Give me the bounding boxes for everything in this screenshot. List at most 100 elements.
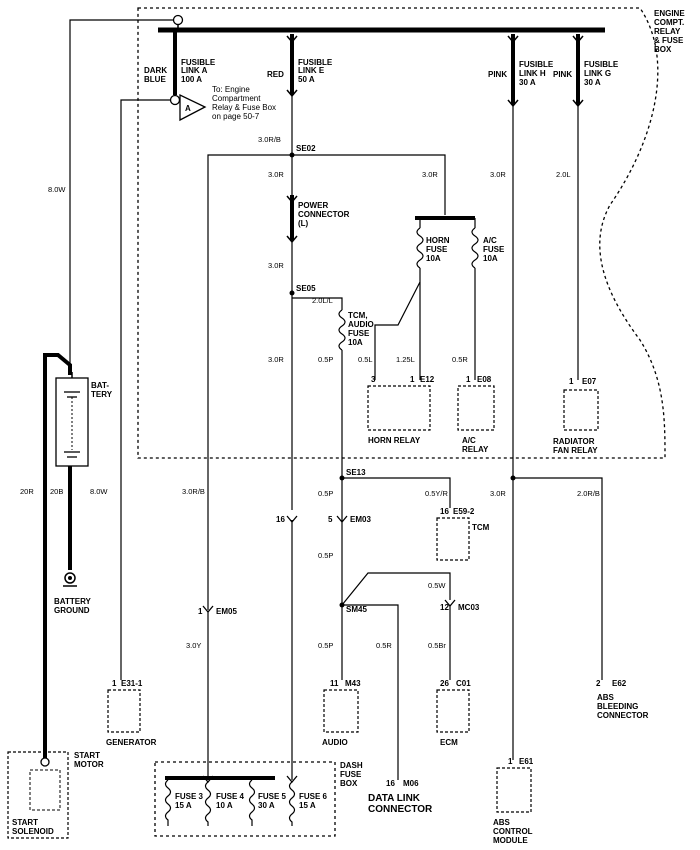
- svg-text:C01: C01: [456, 679, 471, 688]
- svg-text:2.0R/B: 2.0R/B: [577, 489, 600, 498]
- svg-text:FUSIBLE: FUSIBLE: [584, 60, 619, 69]
- em03-connector: 16 5 EM03 0.5P: [276, 489, 371, 780]
- svg-text:FUSE: FUSE: [340, 770, 362, 779]
- svg-text:RELAY: RELAY: [654, 27, 681, 36]
- svg-text:SE05: SE05: [296, 284, 316, 293]
- fusible-link-h: FUSIBLE LINK H 30 A PINK: [488, 34, 554, 108]
- wire-label-3-0r: 3.0R: [268, 355, 284, 364]
- svg-text:3.0Y: 3.0Y: [186, 641, 201, 650]
- svg-text:ABS: ABS: [493, 818, 511, 827]
- svg-text:16: 16: [440, 507, 449, 516]
- generator-wire: [120, 99, 171, 680]
- svg-text:3.0R: 3.0R: [422, 170, 438, 179]
- svg-text:26: 26: [440, 679, 449, 688]
- svg-text:FUSE: FUSE: [426, 245, 448, 254]
- svg-text:RELAY: RELAY: [462, 445, 489, 454]
- svg-text:CONTROL: CONTROL: [493, 827, 533, 836]
- svg-text:1: 1: [410, 375, 415, 384]
- svg-text:FUSE: FUSE: [348, 329, 370, 338]
- dash-fuse-4: FUSE 4 10 A: [204, 781, 245, 826]
- svg-text:TCM: TCM: [472, 523, 490, 532]
- svg-text:3.0R/B: 3.0R/B: [258, 135, 281, 144]
- svg-text:BATTERY: BATTERY: [54, 597, 92, 606]
- svg-text:1: 1: [466, 375, 471, 384]
- svg-text:0.5Y/R: 0.5Y/R: [425, 489, 449, 498]
- svg-text:LINK E: LINK E: [298, 66, 325, 75]
- svg-text:CONNECTOR: CONNECTOR: [298, 210, 350, 219]
- svg-text:START: START: [74, 751, 100, 760]
- radiator-fan-relay: 2.0L 1 E07 RADIATOR FAN RELAY: [553, 105, 599, 455]
- svg-text:BAT-: BAT-: [91, 381, 109, 390]
- se13-splice: SE13 0.5Y/R: [339, 468, 451, 508]
- reference-note: To: Engine Compartment Relay & Fuse Box …: [212, 85, 276, 121]
- svg-text:TERY: TERY: [91, 390, 113, 399]
- svg-text:0.5R: 0.5R: [376, 641, 392, 650]
- svg-text:FUSE 5: FUSE 5: [258, 792, 287, 801]
- svg-text:2: 2: [596, 679, 601, 688]
- bus-terminal: [172, 14, 184, 26]
- svg-text:E07: E07: [582, 377, 597, 386]
- svg-text:M43: M43: [345, 679, 361, 688]
- svg-text:0.5R: 0.5R: [452, 355, 468, 364]
- svg-text:CONNECTOR: CONNECTOR: [597, 711, 649, 720]
- svg-text:15 A: 15 A: [175, 801, 192, 810]
- svg-text:FUSIBLE: FUSIBLE: [519, 60, 554, 69]
- svg-text:3: 3: [371, 375, 376, 384]
- svg-text:TCM,: TCM,: [348, 311, 368, 320]
- svg-text:2.0L/L: 2.0L/L: [312, 296, 333, 305]
- svg-text:LINK H: LINK H: [519, 69, 546, 78]
- svg-text:0.5Br: 0.5Br: [428, 641, 446, 650]
- svg-text:BLUE: BLUE: [144, 75, 166, 84]
- svg-text:SM45: SM45: [346, 605, 367, 614]
- se05-splice: SE05 2.0L/L: [289, 284, 343, 310]
- se02-splice: SE02 3.0R/B 3.0R 3.0R: [207, 95, 446, 610]
- svg-text:10 A: 10 A: [216, 801, 233, 810]
- svg-text:0.5L: 0.5L: [358, 355, 373, 364]
- mc03-connector: 12 MC03 0.5Br: [428, 599, 480, 680]
- svg-text:To: Engine: To: Engine: [212, 85, 250, 94]
- svg-text:0.5W: 0.5W: [428, 581, 446, 590]
- svg-text:DASH: DASH: [340, 761, 363, 770]
- svg-text:FUSIBLE: FUSIBLE: [181, 58, 216, 67]
- svg-text:BOX: BOX: [654, 45, 672, 54]
- svg-text:EM03: EM03: [350, 515, 371, 524]
- svg-text:16: 16: [386, 779, 395, 788]
- tcm-audio-fuse: TCM, AUDIO FUSE 10A 0.5P: [318, 309, 374, 680]
- svg-text:E08: E08: [477, 375, 492, 384]
- svg-text:CONNECTOR: CONNECTOR: [368, 804, 433, 815]
- svg-text:30 A: 30 A: [258, 801, 275, 810]
- svg-text:10A: 10A: [426, 254, 441, 263]
- battery: BAT- TERY BATTERY GROUND 20R 20B 8.0W: [20, 353, 113, 760]
- svg-text:DATA LINK: DATA LINK: [368, 793, 421, 804]
- svg-text:RADIATOR: RADIATOR: [553, 437, 595, 446]
- tcm: 16 E59-2 TCM: [436, 507, 490, 561]
- svg-text:3.0R: 3.0R: [490, 489, 506, 498]
- svg-text:20B: 20B: [50, 487, 63, 496]
- svg-text:ENGINE: ENGINE: [654, 9, 685, 18]
- svg-text:HORN RELAY: HORN RELAY: [368, 436, 421, 445]
- engine-box-title: ENGINE COMPT. RELAY & FUSE BOX: [654, 9, 685, 54]
- svg-text:3.0R: 3.0R: [268, 261, 284, 270]
- dash-fuse-box: DASH FUSE BOX: [154, 761, 363, 837]
- svg-text:FAN RELAY: FAN RELAY: [553, 446, 598, 455]
- svg-text:1.25L: 1.25L: [396, 355, 415, 364]
- svg-text:15 A: 15 A: [299, 801, 316, 810]
- svg-text:SOLENOID: SOLENOID: [12, 827, 54, 836]
- svg-text:0.5P: 0.5P: [318, 641, 333, 650]
- svg-text:& FUSE: & FUSE: [654, 36, 684, 45]
- svg-text:FUSE 6: FUSE 6: [299, 792, 328, 801]
- svg-text:E59-2: E59-2: [453, 507, 475, 516]
- svg-text:50 A: 50 A: [298, 75, 315, 84]
- svg-text:12: 12: [440, 603, 449, 612]
- svg-text:MODULE: MODULE: [493, 836, 528, 845]
- svg-text:MC03: MC03: [458, 603, 480, 612]
- svg-text:1: 1: [198, 607, 203, 616]
- svg-text:8.0W: 8.0W: [48, 185, 66, 194]
- svg-text:(L): (L): [298, 219, 309, 228]
- svg-text:SE02: SE02: [296, 144, 316, 153]
- svg-text:EM05: EM05: [216, 607, 237, 616]
- svg-text:SE13: SE13: [346, 468, 366, 477]
- svg-text:E62: E62: [612, 679, 627, 688]
- svg-text:MOTOR: MOTOR: [74, 760, 104, 769]
